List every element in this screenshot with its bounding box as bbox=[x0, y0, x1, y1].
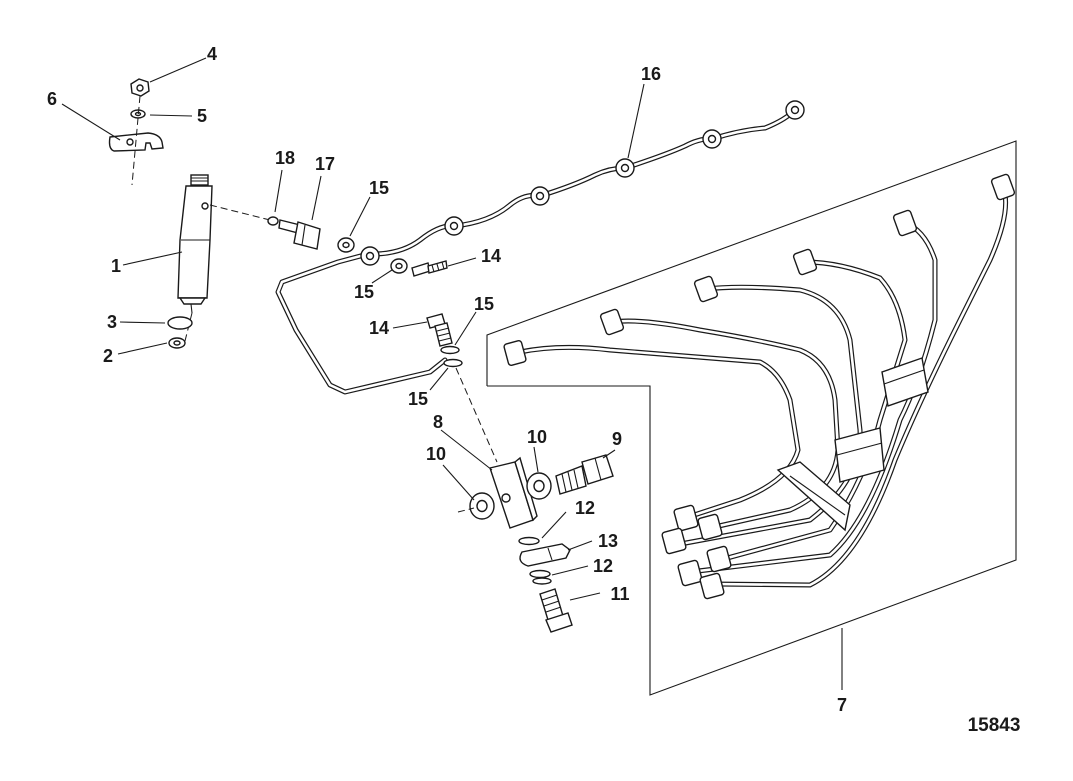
clamp-part-6 bbox=[108, 95, 164, 186]
washer-part-15-a bbox=[440, 345, 460, 355]
injector-part-1 bbox=[177, 174, 271, 346]
figure-number: 15843 bbox=[968, 715, 1021, 736]
pipe-nuts bbox=[503, 173, 1016, 600]
nut-part-4 bbox=[130, 78, 150, 97]
leader-lines bbox=[61, 57, 843, 690]
callout-16: 16 bbox=[641, 64, 661, 84]
injection-lines-part-7 bbox=[486, 140, 1017, 696]
callout-12-lower: 12 bbox=[593, 556, 613, 576]
callout-4: 4 bbox=[207, 44, 217, 64]
tee-block-part-8 bbox=[489, 456, 538, 529]
o-ring-part-12-lower bbox=[529, 569, 551, 579]
part-7-outline bbox=[486, 140, 1017, 696]
callout-15-lower: 15 bbox=[354, 282, 374, 302]
callout-14-lower: 14 bbox=[369, 318, 389, 338]
washer-part-18 bbox=[267, 216, 279, 226]
o-ring-part-12-upper bbox=[518, 536, 540, 546]
callout-11: 11 bbox=[610, 584, 629, 604]
washer-part-5 bbox=[130, 109, 146, 119]
callout-12-upper: 12 bbox=[575, 498, 595, 518]
callout-2: 2 bbox=[103, 346, 113, 366]
callout-5: 5 bbox=[197, 106, 207, 126]
banjo-bolt-part-11 bbox=[539, 588, 573, 633]
pipe-clamps bbox=[776, 357, 929, 532]
connector-part-9 bbox=[555, 454, 614, 495]
leakoff-fittings bbox=[267, 216, 448, 277]
bolt-part-14-upper bbox=[411, 260, 448, 277]
callout-17: 17 bbox=[315, 154, 335, 174]
washer-part-2 bbox=[168, 337, 186, 349]
washer-part-15-b bbox=[443, 358, 463, 368]
fitting-part-17 bbox=[278, 219, 321, 250]
callout-14-upper: 14 bbox=[481, 246, 501, 266]
injector-assembly bbox=[108, 78, 271, 349]
callout-15-bottom: 15 bbox=[408, 389, 428, 409]
washer-part-10-right bbox=[526, 472, 552, 500]
return-fitting-group bbox=[426, 313, 614, 633]
washer-part-15-upper bbox=[337, 237, 355, 253]
callout-15-upper: 15 bbox=[369, 178, 389, 198]
o-ring-part-12-lower-b bbox=[532, 577, 552, 585]
callout-1: 1 bbox=[111, 256, 121, 276]
washer-part-10-left bbox=[469, 492, 495, 520]
callout-labels: 4 5 6 1 3 2 18 17 15 15 14 16 14 15 15 8… bbox=[47, 44, 847, 715]
o-ring-part-3 bbox=[167, 316, 193, 330]
callout-7: 7 bbox=[837, 695, 847, 715]
washer-part-15-lower bbox=[390, 258, 408, 274]
callout-3: 3 bbox=[107, 312, 117, 332]
callout-6: 6 bbox=[47, 89, 57, 109]
callout-10-right: 10 bbox=[527, 427, 547, 447]
callout-15-right: 15 bbox=[474, 294, 494, 314]
bolt-part-14-lower bbox=[426, 313, 453, 347]
callout-18: 18 bbox=[275, 148, 295, 168]
callout-9: 9 bbox=[612, 429, 622, 449]
callout-13: 13 bbox=[598, 531, 618, 551]
callout-10-left: 10 bbox=[426, 444, 446, 464]
plunger-part-13 bbox=[519, 543, 571, 567]
banjo-eyes bbox=[360, 100, 805, 266]
callout-8: 8 bbox=[433, 412, 443, 432]
leakoff-line-part-16 bbox=[275, 100, 805, 395]
